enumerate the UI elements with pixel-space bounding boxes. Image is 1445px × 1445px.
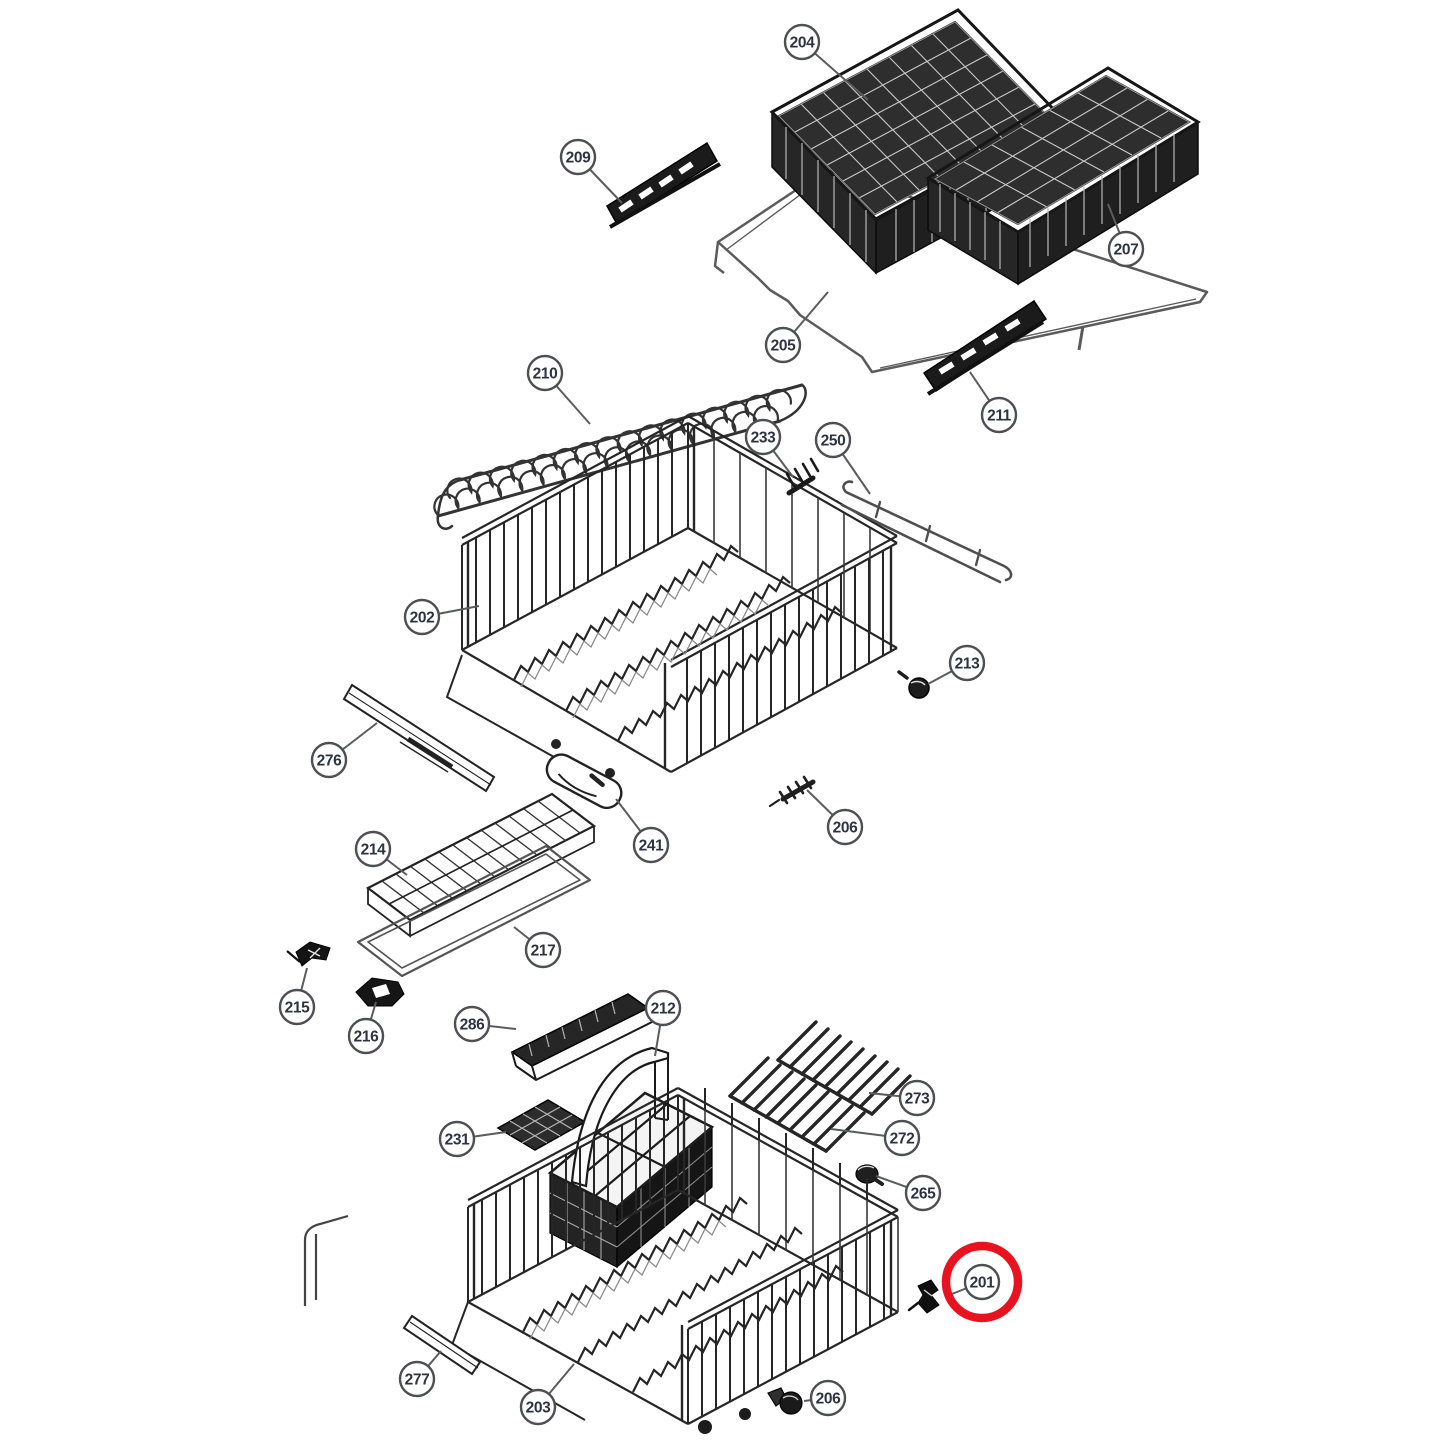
callout-label-210: 210: [533, 366, 558, 383]
part-272-tine-row: [728, 1056, 866, 1153]
callout-202[interactable]: [403, 598, 441, 636]
callout-label-215: 215: [285, 1000, 310, 1017]
part-210-cup-shelf: [433, 383, 807, 530]
callout-265[interactable]: [904, 1174, 942, 1212]
callout-206-lower[interactable]: [809, 1379, 847, 1417]
callout-214[interactable]: [354, 830, 392, 868]
callout-215[interactable]: [278, 988, 316, 1026]
callout-273[interactable]: [898, 1079, 936, 1117]
callout-209[interactable]: [559, 138, 597, 176]
part-209-rail-strip: [605, 141, 721, 229]
callout-label-209: 209: [566, 150, 591, 167]
part-201-diverter: [907, 1279, 940, 1314]
callout-213[interactable]: [948, 644, 986, 682]
callout-233[interactable]: [744, 418, 782, 456]
callout-210[interactable]: [526, 354, 564, 392]
callout-label-277: 277: [405, 1372, 430, 1389]
callout-205[interactable]: [764, 326, 802, 364]
callout-label-233: 233: [751, 430, 776, 447]
callout-label-286: 286: [460, 1017, 485, 1034]
callout-231[interactable]: [438, 1120, 476, 1158]
part-214-cutlery-tray: [365, 792, 597, 938]
callout-207[interactable]: [1107, 230, 1145, 268]
callout-label-212: 212: [651, 1001, 676, 1018]
callout-label-207: 207: [1114, 242, 1139, 259]
part-217-slide-frame: [356, 844, 592, 978]
callout-203[interactable]: [519, 1388, 557, 1426]
callout-label-211: 211: [987, 408, 1012, 425]
part-211-rail-strip: [922, 299, 1048, 396]
callout-216[interactable]: [347, 1017, 385, 1055]
part-213-wheel: [897, 670, 930, 699]
part-273-tine-row: [776, 1020, 912, 1116]
callout-276[interactable]: [310, 741, 348, 779]
callout-label-203: 203: [526, 1400, 551, 1417]
callout-label-250: 250: [821, 433, 846, 450]
callout-250[interactable]: [814, 421, 852, 459]
part-206-upper-clip: [768, 775, 816, 808]
part-250-side-rail: [840, 480, 1013, 584]
callout-277[interactable]: [398, 1360, 436, 1398]
callout-label-214: 214: [361, 842, 386, 859]
callout-label-202: 202: [410, 610, 435, 627]
callout-label-217: 217: [531, 943, 556, 960]
part-203-lower-rack: [303, 1087, 899, 1434]
part-241-handle: [545, 753, 623, 810]
part-216-end-cap: [355, 977, 405, 1007]
callouts-layer: 204 209 207 205 211 210 233 250 202 213 276 206 241 2…: [278, 23, 1145, 1426]
callout-label-272: 272: [890, 1131, 915, 1148]
callout-label-273: 273: [905, 1091, 930, 1108]
callout-label-201: 201: [970, 1275, 995, 1292]
part-202-upper-rack: [445, 415, 898, 786]
callout-241[interactable]: [632, 826, 670, 864]
callout-label-241: 241: [639, 838, 664, 855]
part-276-slide-rail: [342, 683, 496, 793]
callout-206-upper[interactable]: [826, 808, 864, 846]
part-277-bumper-strip: [402, 1314, 482, 1376]
callout-label-216: 216: [354, 1029, 379, 1046]
callout-272[interactable]: [883, 1119, 921, 1157]
callout-label-205: 205: [771, 338, 796, 355]
callout-label-204: 204: [790, 35, 815, 52]
callout-label-231: 231: [445, 1132, 470, 1149]
callout-211[interactable]: [980, 396, 1018, 434]
callout-204[interactable]: [783, 23, 821, 61]
part-215-stop-clip: [286, 941, 331, 967]
callout-label-206-upper: 206: [833, 820, 858, 837]
part-233-clip: [785, 457, 820, 496]
callout-label-213: 213: [955, 656, 980, 673]
callout-label-206-lower: 206: [816, 1391, 841, 1408]
callout-201[interactable]: [963, 1263, 1001, 1301]
highlight-ring: [941, 1241, 1023, 1323]
part-207-basket: [925, 66, 1201, 286]
callout-212[interactable]: [644, 989, 682, 1027]
part-206-lower-roller: [767, 1387, 803, 1415]
part-231-cover-grid: [496, 1099, 587, 1151]
callout-label-276: 276: [317, 753, 342, 770]
callout-217[interactable]: [524, 931, 562, 969]
callout-286[interactable]: [453, 1005, 491, 1043]
part-265-roller: [855, 1164, 884, 1186]
callout-label-265: 265: [911, 1186, 936, 1203]
